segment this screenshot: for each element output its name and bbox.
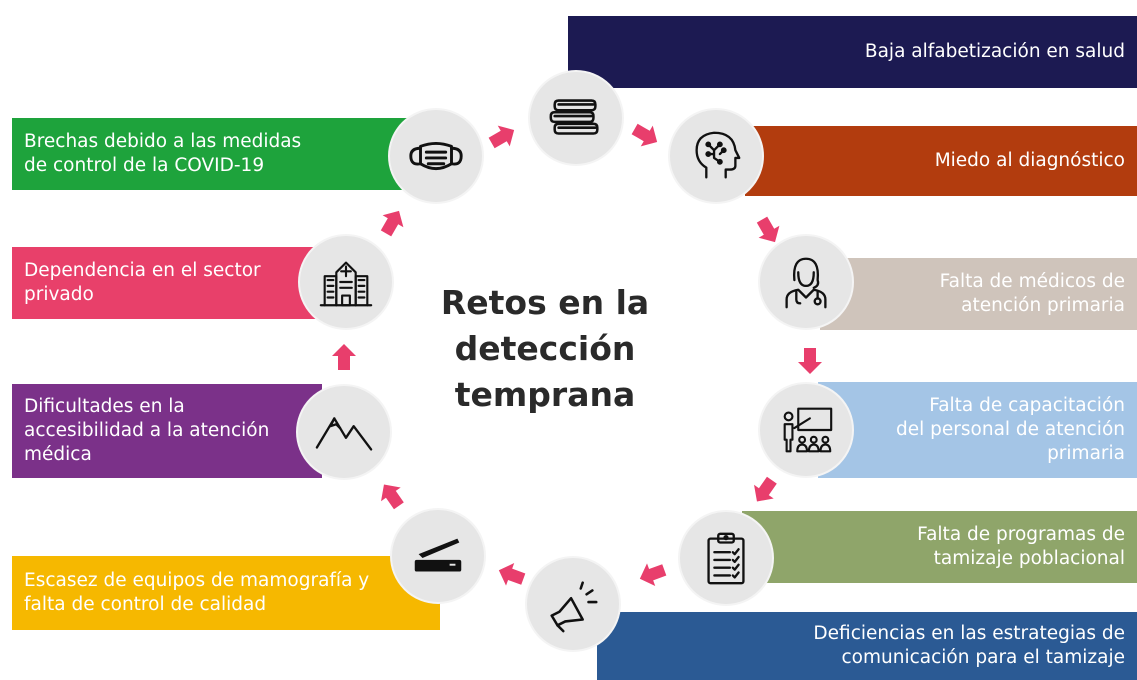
bar-dificultades-accesibilidad: Dificultades en la accesibilidad a la at…: [12, 384, 322, 478]
bar-baja-alfabetizacion: Baja alfabetización en salud: [568, 16, 1137, 88]
center-title: Retos en la detección temprana: [430, 280, 660, 418]
flow-arrow: [498, 563, 526, 586]
bar-text: comunicación para el tamizaje: [841, 647, 1125, 668]
bar-text: Baja alfabetización en salud: [864, 41, 1125, 62]
bar-text: Brechas debido a las medidas: [24, 131, 302, 152]
bar-brechas-covid: Brechas debido a las medidas de control …: [12, 118, 408, 190]
bar-text: Dificultades en la: [24, 396, 185, 417]
bar-text: médica: [24, 444, 92, 465]
bar-dependencia-privado: Dependencia en el sector privado: [12, 247, 330, 319]
mountains-icon: [296, 384, 392, 480]
bar-deficiencias-comunicacion: Deficiencias en las estrategias de comun…: [597, 612, 1137, 680]
bar-text: Dependencia en el sector: [24, 260, 261, 281]
doctor-icon: [758, 234, 854, 330]
bar-text: privado: [24, 284, 94, 305]
bar-text: del personal de atención: [896, 419, 1125, 440]
bar-text: Deficiencias en las estrategias de: [813, 623, 1125, 644]
books-icon: [528, 70, 624, 166]
center-title-line: temprana: [454, 375, 636, 414]
bar-text: atención primaria: [961, 295, 1125, 316]
flow-arrow: [380, 210, 404, 237]
center-title-line: Retos en la: [440, 283, 650, 322]
flow-arrow: [381, 484, 404, 510]
bar-falta-medicos: Falta de médicos de atención primaria: [820, 258, 1137, 330]
flow-arrow: [756, 216, 780, 243]
flow-arrow: [631, 123, 658, 147]
center-title-line: detección: [454, 329, 636, 368]
bar-text: falta de control de calidad: [24, 594, 267, 615]
bar-miedo-diagnostico: Miedo al diagnóstico: [745, 126, 1137, 196]
bar-text: accesibilidad a la atención: [24, 420, 270, 441]
clipboard-checklist-icon: [678, 510, 774, 606]
bar-escasez-mamografia: Escasez de equipos de mamografía y falta…: [12, 556, 440, 630]
flow-arrow: [798, 348, 822, 374]
bar-falta-programas: Falta de programas de tamizaje poblacion…: [742, 511, 1137, 583]
flow-arrow: [332, 344, 356, 370]
bar-text: primaria: [1047, 443, 1125, 464]
flow-arrow: [488, 125, 515, 149]
hospital-icon: [298, 234, 394, 330]
megaphone-icon: [525, 556, 621, 652]
bar-text: de control de la COVID-19: [24, 155, 265, 176]
scanner-icon: [390, 508, 486, 604]
flow-arrow: [639, 563, 667, 586]
bar-text: Escasez de equipos de mamografía y: [24, 570, 370, 591]
arrow-group: [332, 123, 822, 586]
bar-text: Falta de médicos de: [939, 271, 1125, 292]
bar-text: Miedo al diagnóstico: [934, 150, 1125, 171]
face-mask-icon: [388, 108, 484, 204]
flow-arrow: [754, 476, 777, 502]
teacher-icon: [758, 382, 854, 478]
bar-text: Falta de capacitación: [929, 395, 1125, 416]
bar-text: tamizaje poblacional: [933, 548, 1125, 569]
bar-falta-capacitacion: Falta de capacitación del personal de at…: [818, 382, 1137, 478]
bar-text: Falta de programas de: [917, 524, 1125, 545]
brain-head-icon: [668, 108, 764, 204]
